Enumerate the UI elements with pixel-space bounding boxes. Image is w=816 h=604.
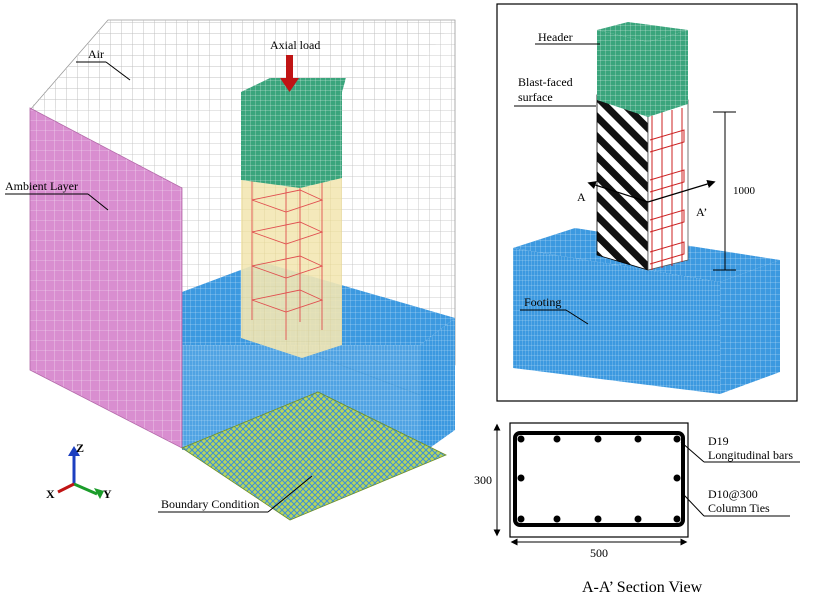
- bars-label-line1: D19: [708, 434, 729, 448]
- axis-z-label: Z: [76, 441, 84, 455]
- header-label: Header: [538, 30, 573, 44]
- rebar-dot: [553, 515, 561, 523]
- detail-footing-side: [720, 260, 780, 394]
- rebar-dot: [673, 474, 681, 482]
- rebar-dot: [673, 515, 681, 523]
- left-header-front: [241, 92, 342, 188]
- bars-label-line2: Longitudinal bars: [708, 448, 793, 462]
- section-a-label: A: [577, 190, 586, 204]
- detail-header-side: [648, 30, 688, 117]
- boundary-condition-surface: [181, 391, 447, 521]
- section-a-prime-label: A’: [696, 205, 707, 219]
- rebar-dot: [634, 515, 642, 523]
- blast-surface-label-line1: Blast-faced: [518, 75, 573, 89]
- height-dimension-line: [713, 111, 736, 271]
- rebar-dot: [673, 435, 681, 443]
- air-leader-diag: [105, 61, 131, 81]
- detail-view: Header Blast-faced surface A A’ 1000 Foo…: [496, 3, 798, 402]
- bars-leader-diag: [680, 441, 705, 463]
- ambient-layer-label: Ambient Layer: [5, 179, 78, 193]
- axis-triad: Z X Y: [46, 441, 112, 501]
- detail-footing-front: [513, 248, 720, 394]
- footing-leader-diag: [565, 309, 589, 325]
- longitudinal-bars: [517, 435, 681, 523]
- rebar-dot: [594, 515, 602, 523]
- blast-surface-label-line2: surface: [518, 90, 553, 104]
- left-rebar-cage: [251, 172, 324, 340]
- rebar-dot: [634, 435, 642, 443]
- section-height-label: 300: [474, 473, 492, 487]
- section-arrow-a: [587, 181, 649, 203]
- section-width-label: 500: [590, 546, 608, 560]
- ties-label-line2: Column Ties: [708, 501, 770, 515]
- axis-y-label: Y: [103, 487, 112, 501]
- rebar-dot: [517, 435, 525, 443]
- ties-label-line1: D10@300: [708, 487, 758, 501]
- axial-load-label: Axial load: [270, 38, 320, 52]
- axis-x-label: X: [46, 487, 55, 501]
- rebar-dot: [594, 435, 602, 443]
- section-view-title: A-A’ Section View: [582, 579, 703, 596]
- blast-faced-surface: [596, 94, 649, 271]
- ties-leader-diag: [683, 494, 705, 517]
- section-view: 300 500 D19 Longitudinal bars D10@300 Co…: [474, 422, 800, 596]
- height-dimension-label: 1000: [733, 185, 756, 197]
- boundary-leader-diag: [267, 475, 313, 513]
- air-label: Air: [88, 47, 104, 61]
- left-footing-side: [420, 318, 455, 455]
- rebar-dot: [517, 474, 525, 482]
- detail-header-top: [597, 22, 688, 42]
- column-tie: [513, 431, 685, 527]
- ambient-leader-diag: [87, 193, 109, 211]
- rebar-dot: [553, 435, 561, 443]
- rebar-dot: [517, 515, 525, 523]
- detail-header-front: [597, 30, 648, 117]
- air-domain-top: [30, 20, 455, 108]
- boundary-condition-label: Boundary Condition: [161, 497, 259, 511]
- section-arrow-a-prime: [647, 179, 716, 203]
- left-model: Air Axial load Ambient Layer Boundary Co…: [5, 19, 456, 521]
- detail-rebar-cage: [649, 108, 685, 270]
- footing-label: Footing: [524, 295, 561, 309]
- axial-load-arrow: [280, 55, 299, 92]
